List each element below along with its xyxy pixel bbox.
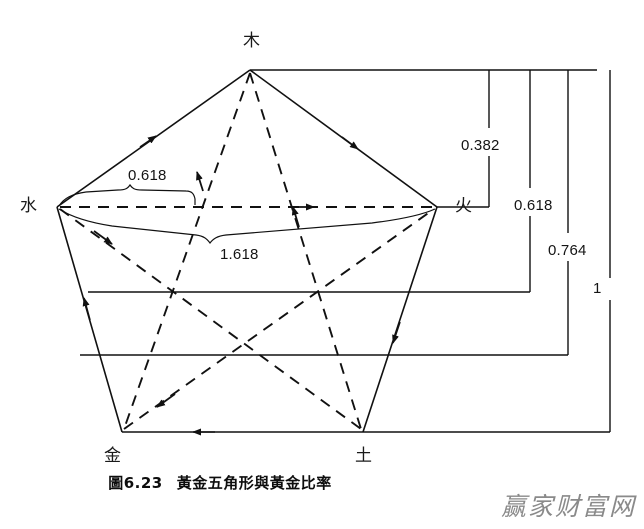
- watermark-text: 赢家财富网: [500, 492, 636, 521]
- ratio-label-0618-inner: 0.618: [128, 167, 167, 184]
- arrow-huo-to-tu: [392, 321, 401, 344]
- brace-0618: [58, 183, 196, 207]
- brace-1618: [58, 208, 436, 244]
- vertex-label-mu: 木: [243, 31, 260, 51]
- figure-caption: 圖6.23 黃金五角形與黃金比率: [0, 472, 440, 493]
- measurement-brackets: [80, 69, 611, 433]
- arrow-mu-to-huo: [341, 136, 359, 150]
- pentagon-edge-arrows: [82, 135, 401, 436]
- bracket-label-1: 1: [593, 280, 602, 297]
- diagonal-jin-huo: [123, 208, 435, 430]
- bracket-label-0618: 0.618: [514, 197, 553, 214]
- bracket-label-0382: 0.382: [461, 137, 500, 154]
- diagonal-mu-tu: [249, 72, 362, 430]
- arrow-shui-to-mu: [139, 135, 157, 148]
- pentagram-arrows: [93, 171, 315, 408]
- arrow-tu-to-mu: [291, 206, 300, 228]
- arrow-huo-to-jin: [156, 393, 176, 408]
- vertex-label-shui: 水: [20, 196, 37, 216]
- vertex-label-tu: 土: [355, 446, 372, 466]
- inner-brace-group: [58, 183, 436, 244]
- vertex-label-huo: 火: [455, 196, 472, 216]
- arrow-jin-to-mu: [196, 171, 204, 192]
- bracket-label-0764: 0.764: [548, 242, 587, 259]
- edge-huo-tu: [362, 206, 438, 433]
- figure-caption-number: 圖6.23: [108, 474, 163, 492]
- pentagram-diagonals: [59, 72, 435, 430]
- arrow-shui-to-tu: [93, 230, 113, 245]
- diagonal-mu-jin: [123, 72, 251, 430]
- ratio-label-1618-inner: 1.618: [220, 246, 259, 263]
- diagonal-shui-tu: [59, 208, 362, 430]
- figure-caption-text: 黃金五角形與黃金比率: [176, 474, 332, 492]
- vertex-label-jin: 金: [104, 446, 121, 466]
- arrow-jin-to-shui: [82, 297, 91, 321]
